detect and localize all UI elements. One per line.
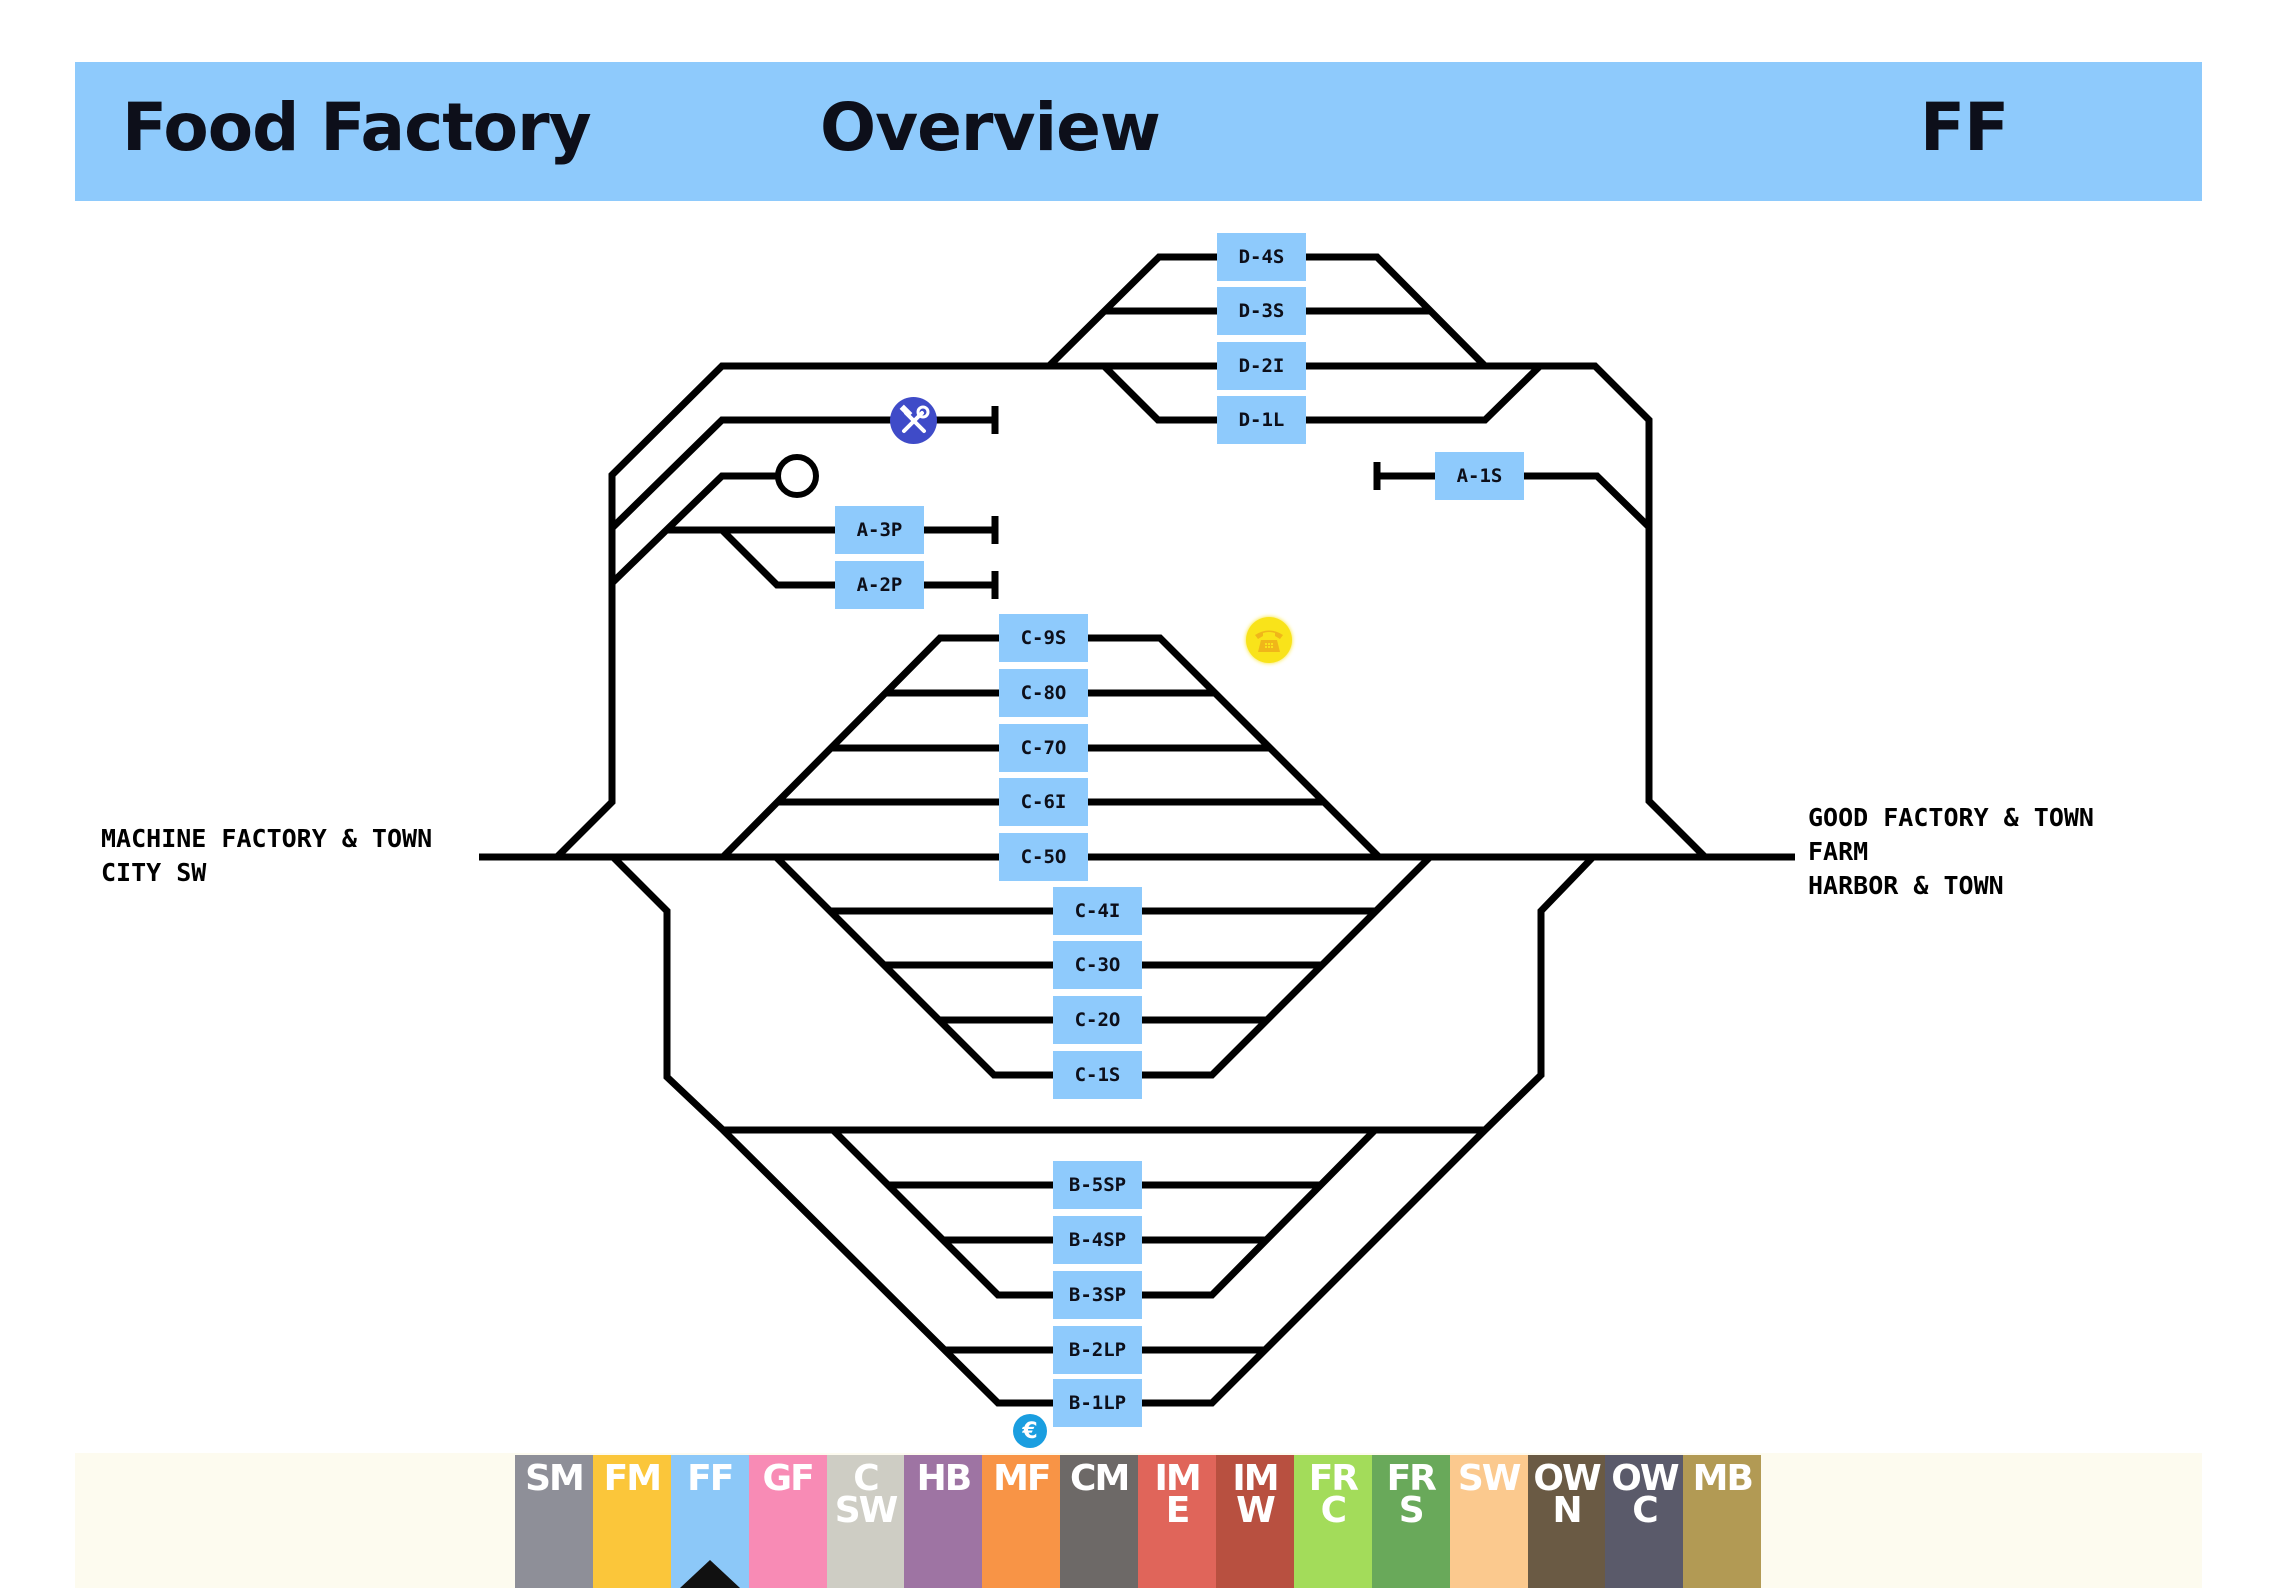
- tab-label: FR: [1386, 1458, 1437, 1499]
- tab-label: FR: [1308, 1458, 1359, 1499]
- tab-label: FM: [603, 1458, 662, 1499]
- track-d-1l: [1101, 363, 1543, 424]
- tab-label: SM: [525, 1458, 585, 1499]
- tab-label: HB: [916, 1458, 973, 1499]
- tab-sw[interactable]: SW: [1449, 1455, 1528, 1588]
- tab-label: OW: [1611, 1458, 1679, 1499]
- destination-east-line-2: FARM: [1808, 837, 1869, 866]
- station-d-1l[interactable]: D-1L: [1217, 396, 1306, 444]
- tab-mb[interactable]: MB: [1683, 1455, 1762, 1588]
- station-a-2p[interactable]: A-2P: [835, 561, 924, 609]
- destination-west-line-1: MACHINE FACTORY & TOWN: [101, 824, 433, 853]
- page-title: Food Factory: [122, 89, 592, 166]
- tab-gf[interactable]: GF: [748, 1455, 827, 1588]
- destination-east-line-3: HARBOR & TOWN: [1808, 871, 2004, 900]
- station-a-3p[interactable]: A-3P: [835, 506, 924, 554]
- tab-sm[interactable]: SM: [515, 1455, 593, 1588]
- tab-fm[interactable]: FM: [592, 1455, 671, 1588]
- wrench-hammer-icon[interactable]: [890, 397, 937, 444]
- station-b-1lp[interactable]: B-1LP: [1053, 1379, 1142, 1427]
- telephone-icon[interactable]: [1246, 617, 1292, 663]
- station-b-2lp[interactable]: B-2LP: [1053, 1326, 1142, 1374]
- station-c-2o[interactable]: C-2O: [1053, 996, 1142, 1044]
- tab-hb[interactable]: HB: [904, 1455, 983, 1588]
- tab-ff[interactable]: FF: [670, 1455, 749, 1588]
- destination-west-line-2: CITY SW: [101, 858, 207, 887]
- euro-icon[interactable]: €: [1013, 1414, 1047, 1448]
- station-c-6i[interactable]: C-6I: [999, 778, 1088, 826]
- tab-label: N: [1552, 1490, 1582, 1531]
- station-d-2i[interactable]: D-2I: [1217, 342, 1306, 390]
- station-d-4s[interactable]: D-4S: [1217, 233, 1306, 281]
- station-b-4sp[interactable]: B-4SP: [1053, 1216, 1142, 1264]
- track-a-signal: [609, 472, 777, 586]
- station-c-1s[interactable]: C-1S: [1053, 1051, 1142, 1099]
- tab-label: SW: [1457, 1458, 1522, 1499]
- tab-label: IM: [1154, 1458, 1201, 1499]
- station-c-5o[interactable]: C-5O: [999, 833, 1088, 881]
- tab-label: S: [1398, 1490, 1425, 1531]
- tab-label: CM: [1070, 1458, 1130, 1499]
- station-c-7o[interactable]: C-7O: [999, 724, 1088, 772]
- station-b-3sp[interactable]: B-3SP: [1053, 1271, 1142, 1319]
- telephone-glyph: [1255, 630, 1283, 652]
- tab-label: MB: [1692, 1458, 1754, 1499]
- tab-label: FF: [687, 1458, 734, 1499]
- tab-label: W: [1236, 1490, 1276, 1531]
- station-code: FF: [1920, 89, 2009, 166]
- header-bar: Food Factory Overview FF: [75, 62, 2202, 201]
- tab-label: GF: [762, 1458, 815, 1499]
- tab-label: C: [1320, 1490, 1347, 1531]
- station-c-8o[interactable]: C-8O: [999, 669, 1088, 717]
- west-upper-loop: [554, 362, 1708, 860]
- station-a-1s[interactable]: A-1S: [1435, 452, 1524, 500]
- destination-east-line-1: GOOD FACTORY & TOWN: [1808, 803, 2094, 832]
- station-c-4i[interactable]: C-4I: [1053, 887, 1142, 935]
- station-b-5sp[interactable]: B-5SP: [1053, 1161, 1142, 1209]
- tab-cm[interactable]: CM: [1060, 1455, 1139, 1588]
- tab-label: SW: [834, 1490, 899, 1531]
- tab-mf[interactable]: MF: [982, 1455, 1061, 1588]
- station-c-9s[interactable]: C-9S: [999, 614, 1088, 662]
- tab-label: MF: [993, 1458, 1051, 1499]
- tab-label: C: [1632, 1490, 1658, 1531]
- tab-label: E: [1165, 1490, 1191, 1531]
- selected-tab-indicator: [679, 1560, 740, 1588]
- station-d-3s[interactable]: D-3S: [1217, 287, 1306, 335]
- tab-label: OW: [1533, 1458, 1601, 1499]
- view-title: Overview: [820, 89, 1161, 166]
- signal-circle-icon[interactable]: [775, 454, 819, 498]
- wrench-hammer-glyph: [899, 404, 929, 433]
- station-c-3o[interactable]: C-3O: [1053, 941, 1142, 989]
- tab-label: IM: [1232, 1458, 1279, 1499]
- tab-label: C: [853, 1458, 879, 1499]
